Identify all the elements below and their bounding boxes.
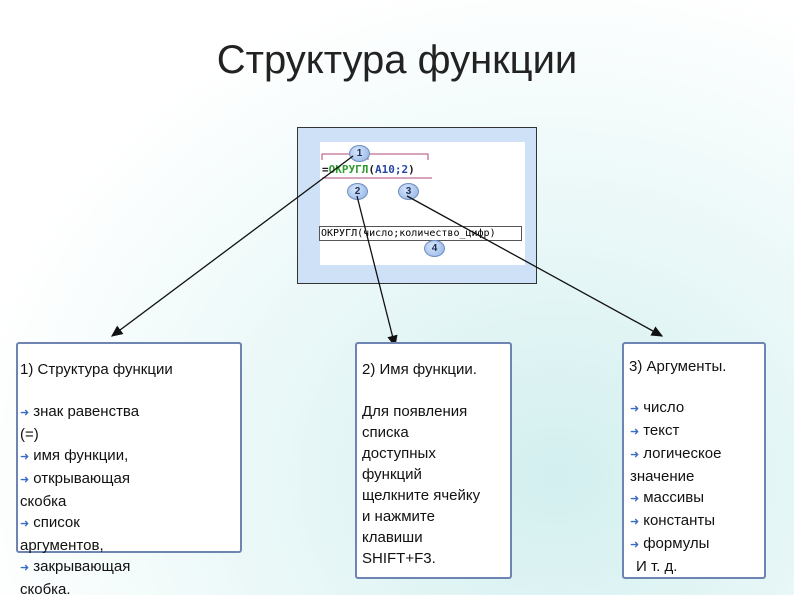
badge-3: 3: [398, 183, 419, 200]
list-item: ➜знак равенства: [20, 403, 140, 420]
function-args: A10;2: [375, 163, 409, 176]
list-item: И т. д.: [636, 558, 678, 575]
card-structure-list: ➜знак равенства (=) ➜имя функции, ➜откры…: [20, 401, 220, 600]
body-line: списка: [362, 424, 409, 441]
formula-example: =ОКРУГЛ(A10;2): [322, 163, 415, 176]
arrow-bullet-icon: ➜: [20, 518, 30, 530]
badge-2: 2: [347, 183, 368, 200]
arrow-bullet-icon: ➜: [20, 451, 30, 463]
arrow-bullet-icon: ➜: [20, 474, 30, 486]
badge-1: 1: [349, 145, 370, 162]
arrow-bullet-icon: ➜: [20, 407, 30, 419]
list-item: значение: [630, 468, 695, 485]
arrow-bullet-icon: ➜: [630, 516, 640, 528]
arrow-bullet-icon: ➜: [20, 562, 30, 574]
card-arguments-heading: 3) Аргументы.: [629, 358, 727, 375]
arrow-bullet-icon: ➜: [630, 539, 640, 551]
card-structure-heading: 1) Структура функции: [20, 361, 173, 378]
list-item: ➜текст: [630, 422, 680, 439]
card-function-name-body: Для появления списка доступных функций щ…: [362, 401, 510, 569]
arrow-to-card-3: [406, 195, 664, 337]
card-function-name-heading: 2) Имя функции.: [362, 361, 477, 378]
arrow-bullet-icon: ➜: [630, 493, 640, 505]
list-item: (=): [20, 426, 39, 443]
body-line: клавиши: [362, 529, 423, 546]
arrow-bullet-icon: ➜: [630, 426, 640, 438]
list-item: ➜число: [630, 399, 685, 416]
arrow-to-card-2: [356, 195, 398, 348]
close-paren: ): [408, 163, 415, 176]
list-item: скобка.: [20, 581, 71, 598]
badge-4: 4: [424, 240, 445, 257]
card-structure: [16, 342, 242, 553]
list-item: ➜формулы: [630, 535, 710, 552]
body-line: Для появления: [362, 403, 468, 420]
body-line: щелкните ячейку: [362, 487, 481, 504]
list-item: аргументов,: [20, 537, 104, 554]
open-paren: (: [368, 163, 375, 176]
arrow-to-card-1: [110, 155, 354, 337]
card-function-name: [355, 342, 512, 579]
card-arguments: [622, 342, 766, 579]
slide-title: Структура функции: [216, 38, 578, 82]
syntax-tooltip: ОКРУГЛ(число;количество_цифр): [319, 226, 522, 241]
arrow-bullet-icon: ➜: [630, 449, 640, 461]
card-arguments-list: ➜число ➜текст ➜логическое значение ➜масс…: [630, 397, 764, 577]
list-item: скобка: [20, 493, 67, 510]
excel-cell-area: [320, 142, 525, 265]
list-item: ➜имя функции,: [20, 447, 129, 464]
list-item: ➜список: [20, 514, 80, 531]
equals-sign: =: [322, 163, 329, 176]
arrow-bullet-icon: ➜: [630, 403, 640, 415]
body-line: функций: [362, 466, 422, 483]
body-line: доступных: [362, 445, 436, 462]
body-line: и нажмите: [362, 508, 435, 525]
list-item: ➜массивы: [630, 489, 705, 506]
list-item: ➜константы: [630, 512, 716, 529]
list-item: ➜открывающая: [20, 470, 130, 487]
list-item: ➜логическое: [630, 445, 722, 462]
body-line: SHIFT+F3.: [362, 550, 436, 567]
list-item: ➜закрывающая: [20, 558, 131, 575]
